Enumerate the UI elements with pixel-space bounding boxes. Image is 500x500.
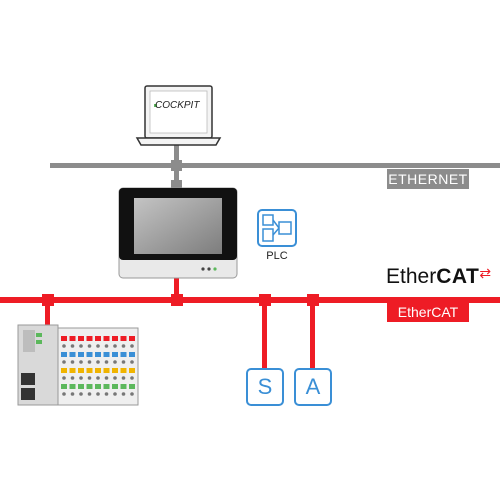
io-terminal <box>86 352 93 357</box>
io-terminal <box>69 352 76 357</box>
io-terminal <box>61 368 67 373</box>
io-terminal <box>112 384 118 389</box>
io-terminal <box>129 352 135 357</box>
io-terminal <box>112 352 118 357</box>
io-terminal-grid <box>61 336 135 396</box>
ethercat-logo-arrow-icon: ⇄ <box>479 265 492 281</box>
io-terminal <box>78 352 84 357</box>
io-terminal <box>129 368 135 373</box>
ethercat-logo-part1: Ether <box>386 265 437 288</box>
io-terminal-screw <box>96 376 100 380</box>
io-terminal <box>95 352 101 357</box>
io-terminal-screw <box>121 344 126 348</box>
io-terminal-screw <box>121 392 126 396</box>
ethernet-bus-line <box>50 163 500 168</box>
io-terminal-screw <box>130 344 134 348</box>
io-terminal <box>69 336 76 341</box>
io-terminal <box>103 352 110 357</box>
panel-ethercat-link <box>174 276 179 302</box>
ethercat-bus-line <box>0 297 500 303</box>
io-terminal-screw <box>96 360 100 364</box>
io-terminal-screw <box>70 344 75 348</box>
io-terminal-screw <box>62 376 66 380</box>
io-terminal-screw <box>70 392 75 396</box>
servo-drive-letter: S <box>257 374 273 399</box>
io-terminal-screw <box>113 344 117 348</box>
io-terminal-screw <box>87 376 92 380</box>
io-terminal <box>61 384 67 389</box>
laptop-icon <box>135 85 222 146</box>
io-terminal <box>103 368 110 373</box>
ethercat-logo: EtherCAT⇄ <box>386 265 491 289</box>
io-terminal-screw <box>130 392 134 396</box>
laptop-bus-node <box>171 160 182 171</box>
actuator-letter: A <box>305 374 321 399</box>
io-terminal <box>120 352 127 357</box>
io-terminal-screw <box>70 360 75 364</box>
io-terminal <box>103 384 110 389</box>
io-terminal-screw <box>130 360 134 364</box>
servo-ethercat-link <box>262 300 267 370</box>
io-terminal <box>95 368 101 373</box>
io-terminal-screw <box>104 360 109 364</box>
io-terminal-screw <box>79 376 83 380</box>
io-terminal <box>61 336 67 341</box>
plc-label: PLC <box>266 250 288 262</box>
io-terminal-screw <box>104 344 109 348</box>
io-terminal <box>120 368 127 373</box>
io-terminal-screw <box>104 392 109 396</box>
io-terminal <box>78 336 84 341</box>
panel-ethercat-node <box>171 294 183 306</box>
io-terminal-screw <box>113 392 117 396</box>
ethercat-label: EtherCAT <box>387 302 469 322</box>
io-terminal <box>86 368 93 373</box>
io-terminal-screw <box>62 360 66 364</box>
io-terminal-screw <box>79 392 83 396</box>
io-terminal <box>129 384 135 389</box>
panel-pc-icon <box>118 187 238 279</box>
io-terminal-screw <box>87 392 92 396</box>
actuator-icon <box>294 368 332 406</box>
io-terminal-screw <box>96 392 100 396</box>
io-terminal-screw <box>121 360 126 364</box>
io-terminal <box>86 336 93 341</box>
io-terminal-screw <box>79 344 83 348</box>
io-terminal <box>69 384 76 389</box>
io-terminal-screw <box>104 376 109 380</box>
io-terminal <box>120 336 127 341</box>
io-terminal <box>78 368 84 373</box>
io-terminal <box>78 384 84 389</box>
io-terminal <box>69 368 76 373</box>
ethernet-label: ETHERNET <box>387 169 469 189</box>
io-terminal-screw <box>79 360 83 364</box>
cockpit-label: COCKPIT <box>155 100 200 111</box>
io-terminal <box>103 336 110 341</box>
io-terminal <box>112 368 118 373</box>
servo-drive-icon <box>246 368 284 406</box>
io-terminal <box>129 336 135 341</box>
io-terminal-screw <box>130 376 134 380</box>
io-terminal <box>61 352 67 357</box>
ethercat-logo-part2: CAT <box>436 265 480 288</box>
io-terminal <box>86 384 93 389</box>
io-terminal-screw <box>113 360 117 364</box>
io-terminal <box>112 336 118 341</box>
io-terminal <box>120 384 127 389</box>
io-terminal-screw <box>121 376 126 380</box>
actuator-ethercat-link <box>310 300 315 370</box>
io-terminal-screw <box>113 376 117 380</box>
io-terminal-screw <box>62 392 66 396</box>
io-module-icon <box>17 324 139 406</box>
plc-icon <box>257 209 297 247</box>
io-terminal-screw <box>87 344 92 348</box>
io-terminal-screw <box>62 344 66 348</box>
io-terminal-screw <box>70 376 75 380</box>
io-terminal <box>95 384 101 389</box>
io-terminal-screw <box>96 344 100 348</box>
panel-bus-node <box>171 180 182 190</box>
io-terminal-screw <box>87 360 92 364</box>
io-terminal <box>95 336 101 341</box>
io-ethercat-link <box>45 300 50 330</box>
